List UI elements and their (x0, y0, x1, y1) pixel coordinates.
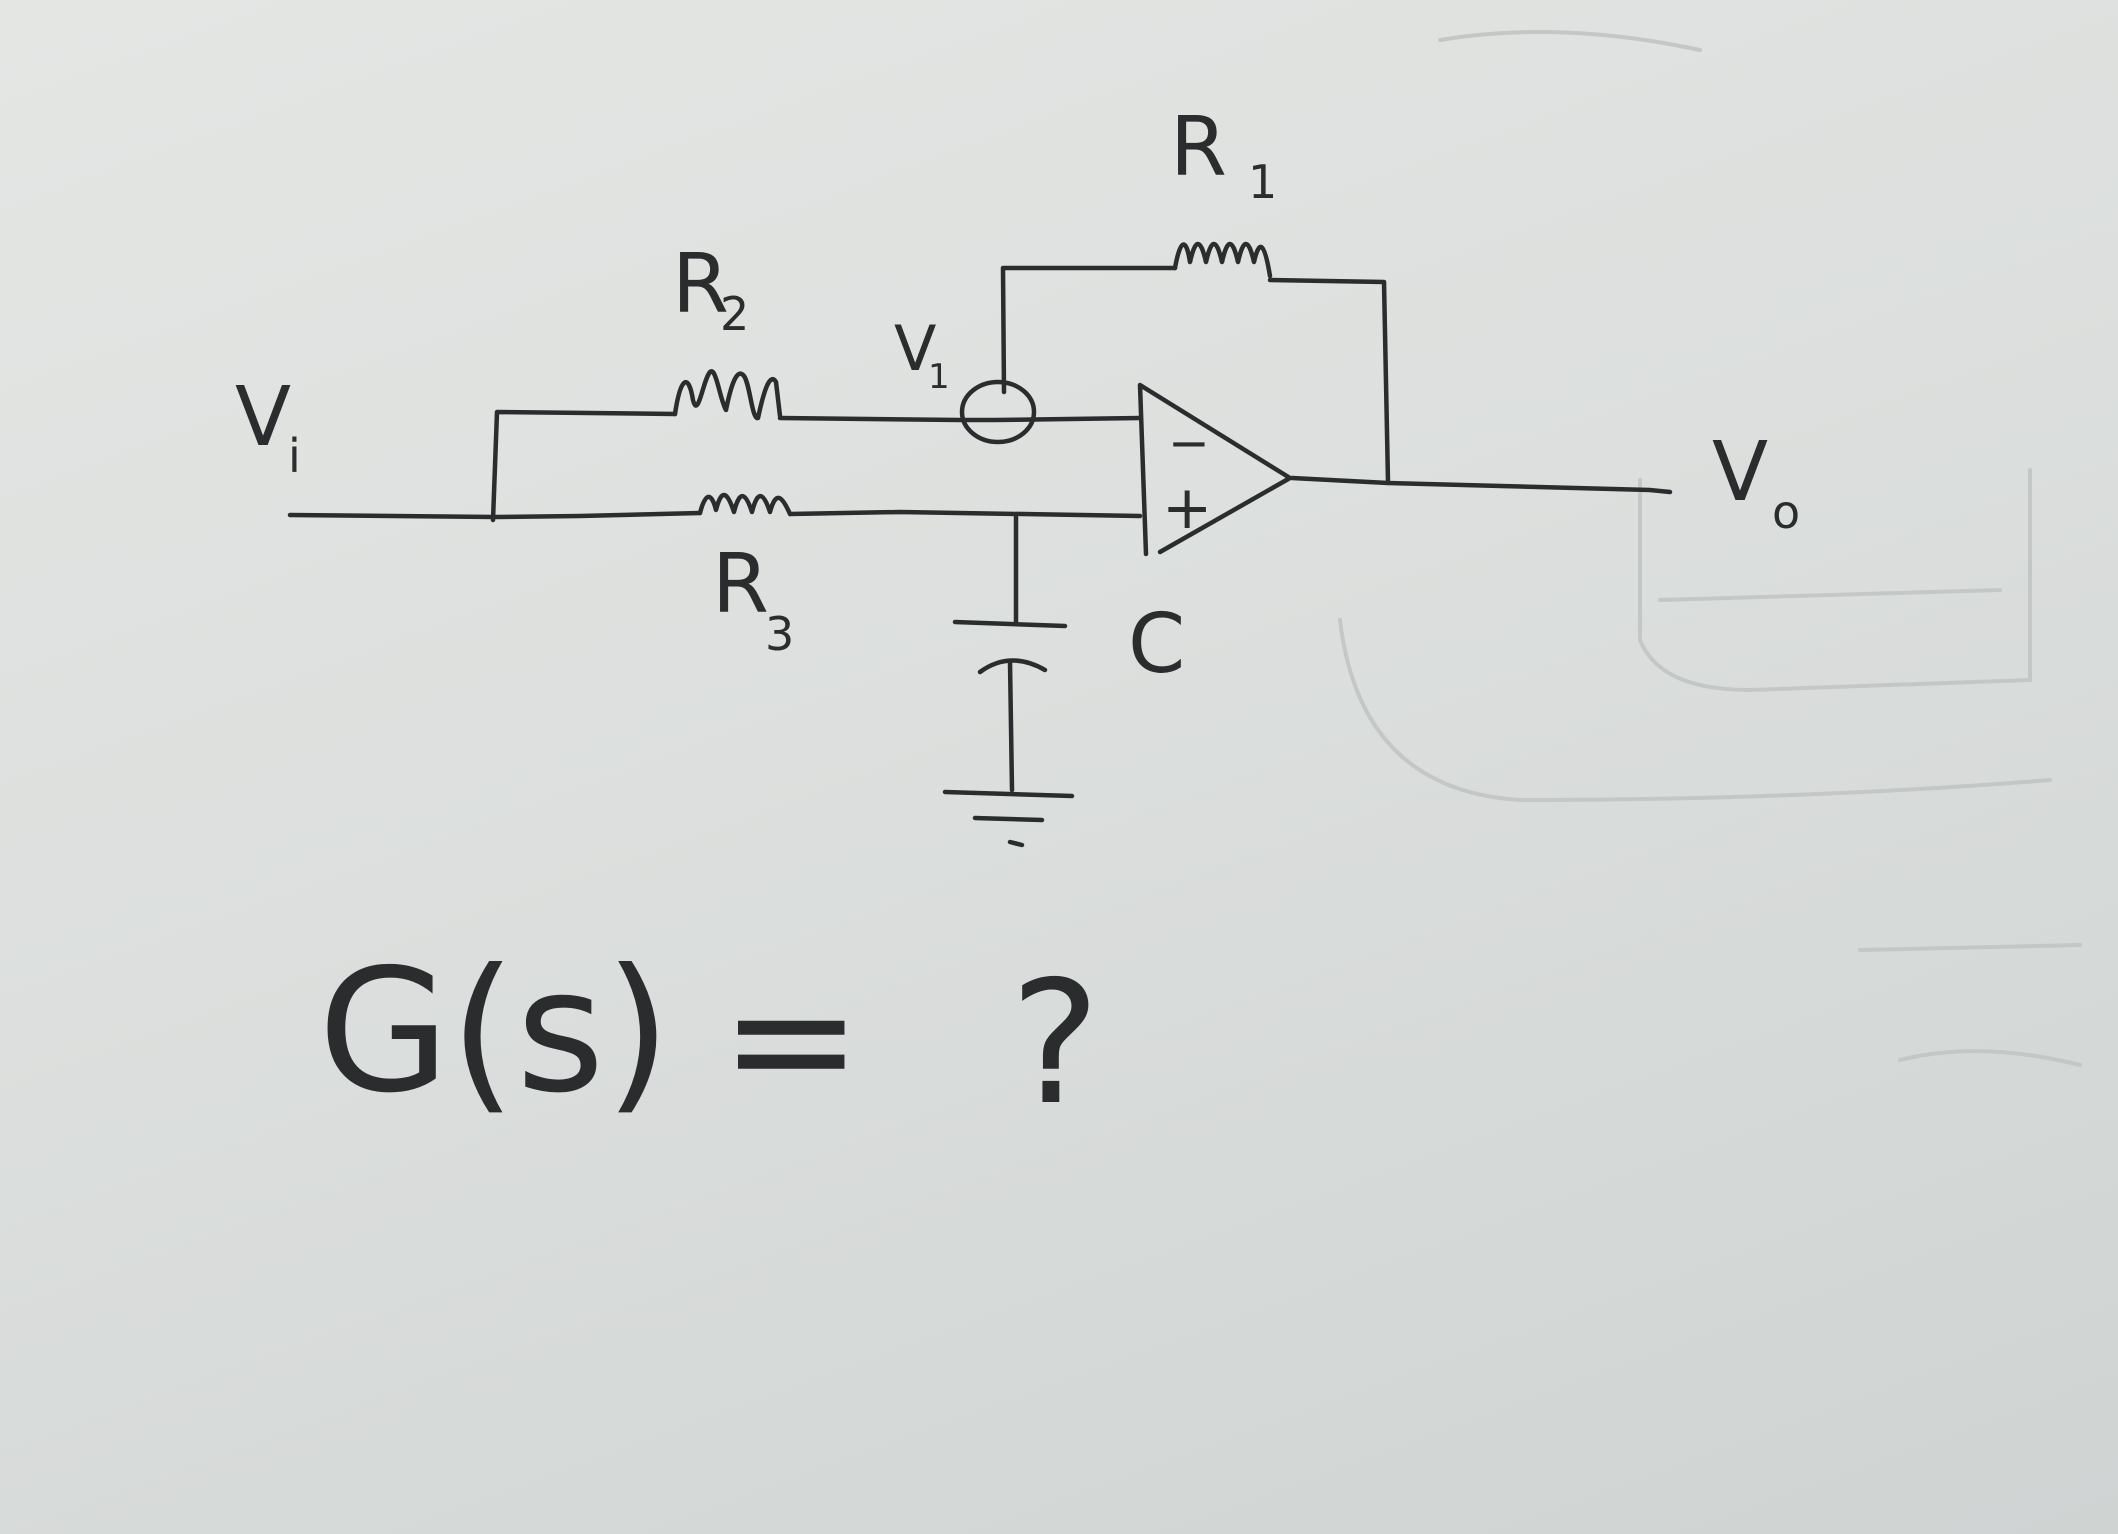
equation-rhs: ? (1010, 945, 1100, 1143)
feedback-wire-left (1000, 265, 1178, 395)
resistor-r1 (1172, 241, 1273, 279)
label-v-in: V i (235, 370, 301, 483)
r2-to-node-wire (777, 415, 1143, 423)
svg-text:2: 2 (720, 287, 749, 341)
svg-text:V: V (894, 312, 936, 385)
resistor-r2 (672, 369, 783, 421)
opamp-minus-sign: − (1168, 414, 1210, 472)
svg-text:R: R (1170, 100, 1227, 195)
equation-lhs: G(s) (318, 933, 671, 1131)
svg-text:R: R (672, 237, 729, 332)
opamp-plus-sign: + (1162, 473, 1212, 543)
label-r3: R 3 (712, 537, 794, 661)
ground-symbol (942, 789, 1075, 848)
node-v1-circle (959, 379, 1037, 445)
r3-to-plus-wire (787, 509, 1143, 519)
label-r1: R 1 (1170, 100, 1277, 209)
svg-text:3: 3 (765, 607, 794, 661)
svg-text:1: 1 (928, 357, 950, 397)
equation-equals: = (720, 941, 862, 1139)
svg-text:1: 1 (1248, 155, 1277, 209)
capacitor-plate-bottom (977, 658, 1048, 675)
svg-text:V: V (1712, 425, 1768, 520)
input-wire (287, 510, 703, 520)
svg-text:i: i (288, 429, 301, 483)
capacitor-lead-bottom (1007, 659, 1015, 793)
resistor-r3 (697, 493, 793, 517)
r2-branch-wire (490, 409, 678, 523)
svg-text:o: o (1772, 485, 1800, 539)
output-wire (1289, 475, 1673, 495)
svg-text:R: R (712, 537, 769, 632)
background-ghost-marks (1338, 30, 2082, 1067)
svg-text:V: V (235, 370, 291, 465)
transfer-function-equation: G(s) = ? (318, 933, 1100, 1143)
feedback-wire-right (1267, 277, 1391, 485)
label-r2: R 2 (672, 237, 749, 341)
capacitor-plate-top (952, 619, 1068, 629)
label-capacitor-c: C (1128, 597, 1185, 692)
label-v-out: V o (1712, 425, 1800, 539)
label-v-node: V 1 (894, 312, 950, 397)
